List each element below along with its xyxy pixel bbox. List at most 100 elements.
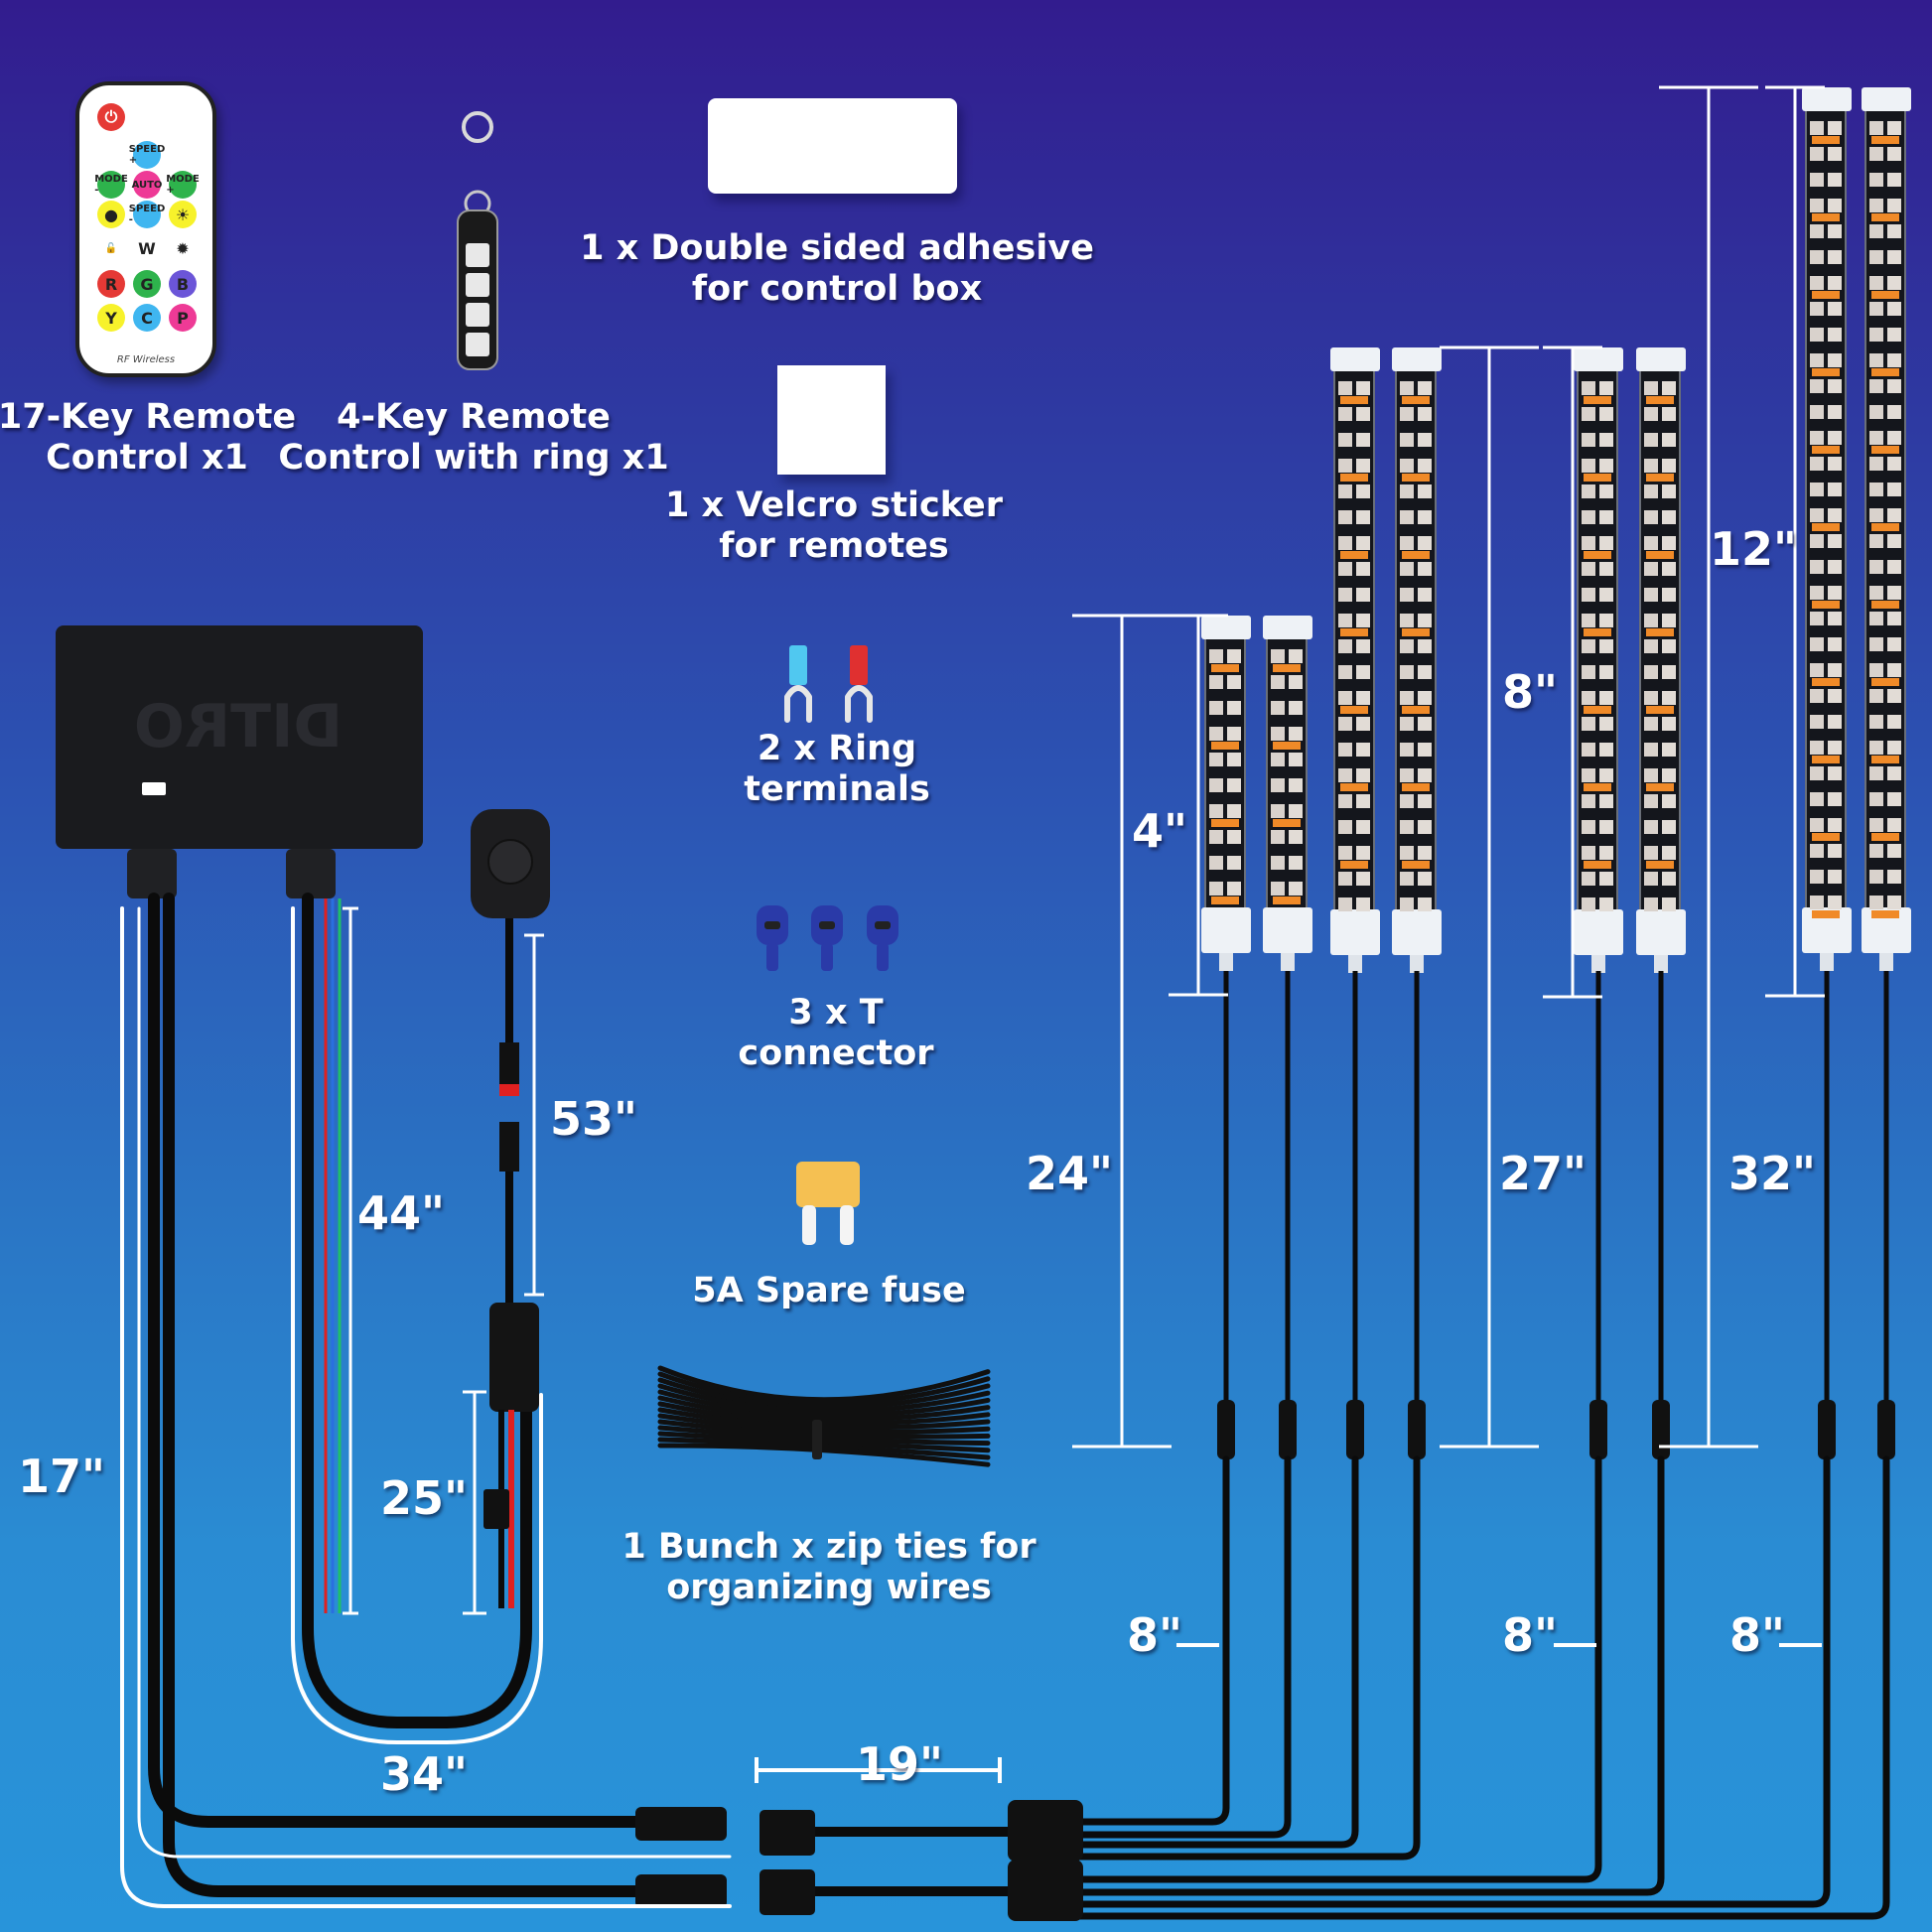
led-chip <box>1887 121 1901 135</box>
led-chip <box>1662 639 1676 653</box>
led-chip <box>1271 804 1285 818</box>
led-chip <box>1887 379 1901 393</box>
led-chip <box>1289 727 1303 741</box>
led-chip <box>1356 433 1370 447</box>
led-chip <box>1418 407 1432 421</box>
led-chip <box>1356 510 1370 524</box>
led-chip <box>1418 510 1432 524</box>
solder-pad <box>1402 474 1430 482</box>
led-chip <box>1887 715 1901 729</box>
led-chip <box>1828 715 1842 729</box>
solder-pad <box>1584 783 1611 791</box>
solder-pad <box>1211 742 1239 750</box>
led-chip <box>1418 820 1432 834</box>
solder-pad <box>1340 474 1368 482</box>
led-strip-12in-b-top-cap <box>1862 87 1911 111</box>
led-chip <box>1209 804 1223 818</box>
led-chip <box>1418 562 1432 576</box>
led-chip <box>1828 766 1842 780</box>
led-chip <box>1209 830 1223 844</box>
solder-pad <box>1812 136 1840 144</box>
solder-pad <box>1584 474 1611 482</box>
led-chip <box>1869 637 1883 651</box>
led-chip <box>1582 691 1595 705</box>
led-chip <box>1582 768 1595 782</box>
led-chip <box>1289 830 1303 844</box>
led-chip <box>1582 743 1595 757</box>
dim-lead-24: 24" <box>1026 1147 1113 1200</box>
led-chip <box>1662 794 1676 808</box>
led-chip <box>1599 820 1613 834</box>
led-chip <box>1644 536 1658 550</box>
remote-4-button <box>466 333 489 356</box>
led-chip <box>1869 224 1883 238</box>
led-strip-12in-a-bottom-cap <box>1802 907 1852 953</box>
led-strip-4in-b-top-cap <box>1263 616 1312 639</box>
led-chip <box>1209 882 1223 896</box>
led-chip <box>1810 457 1824 471</box>
led-chip <box>1338 665 1352 679</box>
led-chip <box>1582 562 1595 576</box>
led-chip <box>1338 846 1352 860</box>
led-chip <box>1338 407 1352 421</box>
led-chip <box>1869 741 1883 755</box>
led-strip-12in-a-cable-boot <box>1820 953 1834 971</box>
power-connector <box>489 1303 539 1412</box>
solder-pad <box>1340 783 1368 791</box>
led-chip <box>1869 379 1883 393</box>
led-chip <box>1400 897 1414 911</box>
led-chip <box>1400 484 1414 498</box>
remote-key: P <box>169 304 197 332</box>
led-chip <box>1271 753 1285 766</box>
led-chip <box>1869 121 1883 135</box>
inline-connector <box>1818 1400 1836 1459</box>
led-chip <box>1887 637 1901 651</box>
led-chip <box>1356 536 1370 550</box>
cable-gland-right <box>286 849 336 898</box>
led-chip <box>1418 588 1432 602</box>
led-chip <box>1227 804 1241 818</box>
t-connector-tail <box>766 943 778 971</box>
zip-tie <box>657 1377 991 1411</box>
output-cable-lower <box>163 893 641 1897</box>
led-chip <box>1887 199 1901 212</box>
led-chip <box>1644 639 1658 653</box>
led-chip <box>1599 794 1613 808</box>
led-chip <box>1828 818 1842 832</box>
led-chip <box>1582 639 1595 653</box>
t-connector-tail <box>821 943 833 971</box>
solder-pad <box>1584 861 1611 869</box>
led-chip <box>1828 302 1842 316</box>
led-chip <box>1662 846 1676 860</box>
caption-fuse: 5A Spare fuse <box>692 1271 966 1311</box>
led-chip <box>1582 614 1595 627</box>
remote-key: ✹ <box>169 234 197 262</box>
led-chip <box>1828 508 1842 522</box>
led-chip <box>1599 639 1613 653</box>
solder-pad <box>1646 628 1674 636</box>
led-chip <box>1810 508 1824 522</box>
led-chip <box>1582 588 1595 602</box>
t-connector-slot <box>764 921 780 929</box>
led-chip <box>1887 534 1901 548</box>
solder-pad <box>1340 628 1368 636</box>
extension-wire <box>1076 1455 1230 1826</box>
led-chip <box>1869 818 1883 832</box>
bracket-cable-34 <box>291 906 543 1744</box>
solder-pad <box>1871 368 1899 376</box>
led-chip <box>1887 741 1901 755</box>
led-chip <box>1289 778 1303 792</box>
led-chip <box>1644 717 1658 731</box>
led-chip <box>1828 741 1842 755</box>
led-chip <box>1338 433 1352 447</box>
led-chip <box>1828 896 1842 909</box>
led-chip <box>1599 510 1613 524</box>
solder-pad <box>1871 756 1899 763</box>
led-chip <box>1338 484 1352 498</box>
led-chip <box>1810 147 1824 161</box>
led-chip <box>1400 433 1414 447</box>
switch-connector <box>499 1042 519 1084</box>
led-chip <box>1869 689 1883 703</box>
led-chip <box>1356 872 1370 886</box>
